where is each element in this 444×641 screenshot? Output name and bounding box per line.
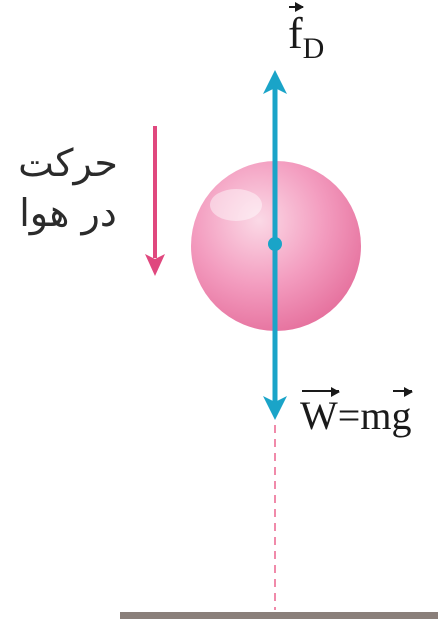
motion-in-air-label: حرکت در هوا — [4, 138, 132, 238]
down-arrow-icon — [145, 254, 165, 276]
weight-equation-label: W=mg — [300, 386, 413, 439]
motion-label-line1: حرکت — [18, 141, 118, 185]
weight-force-arrow — [263, 244, 287, 420]
down-arrow-icon — [263, 396, 287, 420]
ground — [120, 612, 438, 619]
motion-label-line2: در هوا — [19, 191, 117, 235]
drag-force-label: fD — [288, 2, 325, 66]
ball-highlight — [210, 189, 262, 221]
motion-arrow — [145, 126, 165, 276]
drag-force-subscript: D — [302, 32, 325, 65]
drag-force-arrow — [263, 70, 287, 244]
drag-force-symbol: f — [288, 2, 304, 58]
up-arrow-icon — [263, 70, 287, 94]
gravity-symbol: g — [391, 386, 413, 438]
center-point — [268, 237, 282, 251]
weight-symbol: W — [300, 386, 340, 438]
weight-equals-m: =m — [337, 393, 392, 438]
